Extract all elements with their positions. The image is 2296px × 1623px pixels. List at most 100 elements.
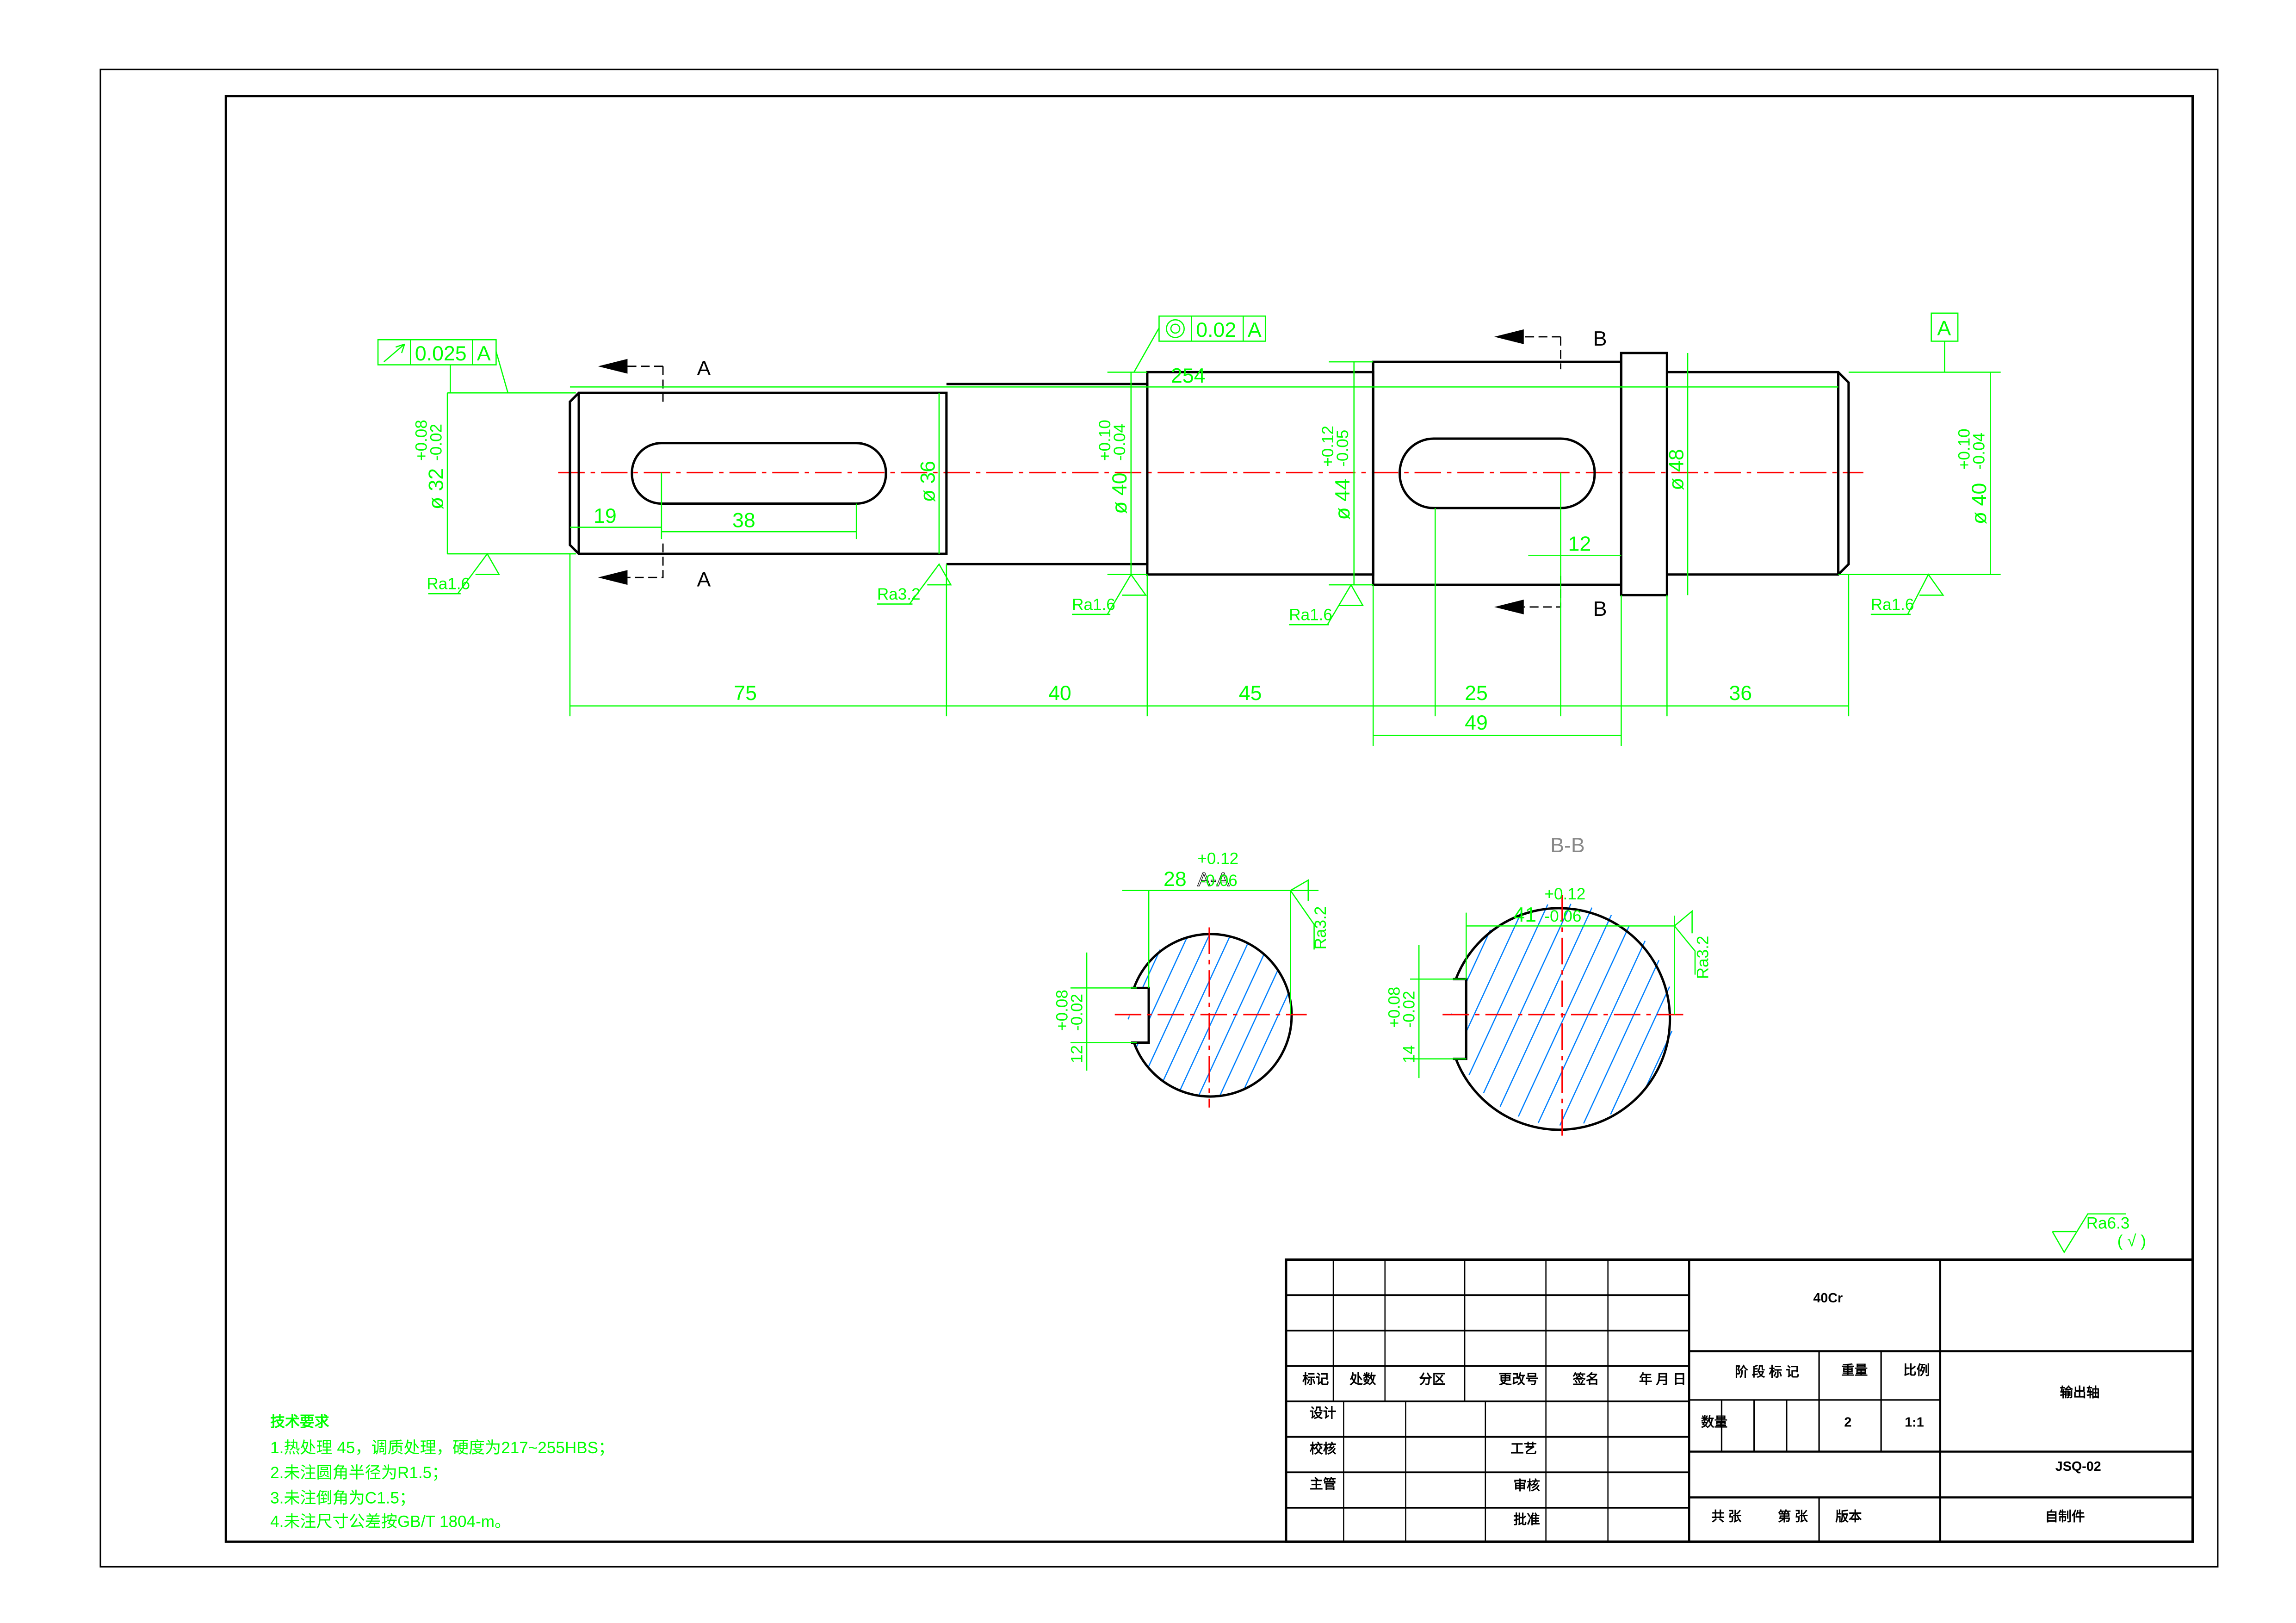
svg-text:40: 40 bbox=[1048, 682, 1071, 705]
svg-text:版本: 版本 bbox=[1835, 1510, 1862, 1524]
svg-text:14: 14 bbox=[1400, 1045, 1418, 1063]
hatch-line bbox=[1517, 915, 1612, 1117]
arrow-left-icon bbox=[1494, 329, 1524, 344]
svg-text:+0.10: +0.10 bbox=[1956, 428, 1974, 470]
svg-text:-0.06: -0.06 bbox=[1201, 872, 1238, 890]
section-label: B bbox=[1593, 328, 1607, 350]
svg-text:-0.02: -0.02 bbox=[427, 424, 445, 461]
svg-text:+0.12: +0.12 bbox=[1544, 885, 1585, 903]
hatch-line bbox=[1559, 940, 1646, 1126]
svg-text:+0.12: +0.12 bbox=[1319, 426, 1337, 467]
svg-text:ø 40: ø 40 bbox=[1968, 483, 1991, 524]
svg-text:A: A bbox=[477, 342, 491, 365]
svg-text:Ra3.2: Ra3.2 bbox=[1694, 936, 1712, 979]
svg-text:比例: 比例 bbox=[1903, 1363, 1930, 1378]
hatch-line bbox=[1147, 933, 1211, 1068]
svg-text:+0.08: +0.08 bbox=[1386, 987, 1404, 1028]
svg-text:+0.08: +0.08 bbox=[412, 420, 430, 461]
svg-text:A-A: A-A bbox=[1197, 868, 1229, 890]
hatch-line bbox=[1468, 904, 1548, 1076]
svg-text:ø 36: ø 36 bbox=[916, 461, 939, 502]
roughness-callouts: Ra1.6 Ra3.2 Ra1.6 Ra1.6 Ra1.6 bbox=[427, 552, 1944, 626]
svg-text:19: 19 bbox=[594, 505, 617, 527]
svg-text:批准: 批准 bbox=[1513, 1512, 1540, 1527]
svg-text:ø 40: ø 40 bbox=[1108, 472, 1131, 514]
section-bb: B-B 41 +0.12 -0.06 14 +0.08-0.02 Ra3.2 bbox=[1386, 834, 1712, 1137]
section-label: B bbox=[1593, 598, 1607, 620]
svg-text:12: 12 bbox=[1068, 1045, 1086, 1063]
section-label: A bbox=[697, 357, 711, 380]
svg-text:校核: 校核 bbox=[1310, 1441, 1337, 1456]
svg-text:25: 25 bbox=[1465, 682, 1488, 705]
svg-text:ø 48: ø 48 bbox=[1665, 449, 1688, 490]
svg-text:年 月 日: 年 月 日 bbox=[1639, 1372, 1686, 1387]
svg-text:自制件: 自制件 bbox=[2045, 1510, 2085, 1524]
svg-text:Ra1.6: Ra1.6 bbox=[1871, 595, 1914, 613]
part-name: 输出轴 bbox=[2060, 1385, 2099, 1400]
dimensions: 75 40 45 25 49 36 19 38 254 12 ø 32 +0.0… bbox=[412, 353, 2001, 746]
svg-text:0.02: 0.02 bbox=[1196, 319, 1236, 341]
arrow-left-icon bbox=[1494, 599, 1524, 614]
concentricity-icon bbox=[1166, 319, 1185, 338]
svg-text:A: A bbox=[1248, 319, 1262, 341]
arrow-left-icon bbox=[598, 359, 628, 374]
drawing-number: JSQ-02 bbox=[2055, 1459, 2101, 1474]
svg-text:重量: 重量 bbox=[1841, 1363, 1868, 1378]
svg-text:+0.08: +0.08 bbox=[1053, 990, 1071, 1031]
svg-text:审核: 审核 bbox=[1513, 1478, 1540, 1493]
svg-text:第 张: 第 张 bbox=[1778, 1509, 1808, 1524]
svg-text:1.热处理 45，调质处理，硬度为217~255HBS；: 1.热处理 45，调质处理，硬度为217~255HBS； bbox=[270, 1439, 614, 1457]
circular-runout-icon bbox=[383, 343, 405, 363]
svg-text:-0.05: -0.05 bbox=[1334, 430, 1352, 467]
keyway-2 bbox=[1399, 437, 1596, 509]
svg-text:主管: 主管 bbox=[1310, 1476, 1336, 1492]
runout-tolerance-frame: 0.025 A bbox=[377, 339, 509, 393]
svg-text:0.025: 0.025 bbox=[415, 342, 467, 365]
shaft-main-view bbox=[558, 352, 1863, 596]
svg-text:2.未注圆角半径为R1.5；: 2.未注圆角半径为R1.5； bbox=[270, 1464, 448, 1482]
technical-requirements: 技术要求 1.热处理 45，调质处理，硬度为217~255HBS； 2.未注圆角… bbox=[270, 1413, 614, 1530]
svg-text:38: 38 bbox=[732, 509, 755, 532]
svg-text:更改号: 更改号 bbox=[1499, 1372, 1539, 1387]
svg-text:Ra3.2: Ra3.2 bbox=[1312, 906, 1330, 950]
hatch-line bbox=[1162, 935, 1231, 1082]
keyway-1 bbox=[631, 442, 887, 505]
section-marker-b: B B bbox=[1494, 328, 1607, 620]
svg-text:-0.04: -0.04 bbox=[1111, 424, 1129, 461]
outer-border bbox=[99, 68, 2219, 1568]
hatch-line bbox=[1483, 904, 1572, 1093]
general-roughness-symbol: Ra6.3 ( √ ) bbox=[2052, 1213, 2146, 1254]
shaft-segment-6 bbox=[1667, 371, 1850, 576]
svg-text:( √ ): ( √ ) bbox=[2117, 1232, 2146, 1250]
material: 40Cr bbox=[1813, 1291, 1843, 1306]
hatch-line bbox=[1219, 970, 1279, 1096]
svg-text:254: 254 bbox=[1171, 365, 1206, 387]
svg-text:处数: 处数 bbox=[1349, 1372, 1376, 1387]
svg-text:-0.02: -0.02 bbox=[1400, 991, 1418, 1028]
concentricity-tolerance-frame: 0.02 A bbox=[1133, 315, 1266, 373]
svg-text:ø 32: ø 32 bbox=[425, 468, 447, 509]
svg-text:Ra3.2: Ra3.2 bbox=[877, 585, 921, 603]
svg-text:Ra1.6: Ra1.6 bbox=[427, 575, 470, 593]
hatch-line bbox=[1499, 907, 1593, 1107]
svg-text:Ra1.6: Ra1.6 bbox=[1072, 595, 1115, 613]
svg-text:+0.12: +0.12 bbox=[1197, 849, 1238, 867]
hatch-line bbox=[1610, 986, 1671, 1115]
svg-text:3.未注倒角为C1.5；: 3.未注倒角为C1.5； bbox=[270, 1489, 415, 1507]
section-label: A bbox=[697, 568, 711, 591]
svg-text:75: 75 bbox=[734, 682, 757, 705]
svg-text:-0.04: -0.04 bbox=[1970, 433, 1988, 470]
svg-text:-0.06: -0.06 bbox=[1544, 907, 1581, 925]
svg-text:阶 段 标 记: 阶 段 标 记 bbox=[1735, 1364, 1799, 1380]
title-block bbox=[1285, 1258, 2194, 1543]
svg-text:1:1: 1:1 bbox=[1905, 1415, 1924, 1430]
svg-text:设计: 设计 bbox=[1310, 1406, 1337, 1421]
arrow-left-icon bbox=[598, 570, 628, 585]
svg-text:标记: 标记 bbox=[1302, 1372, 1329, 1387]
svg-text:技术要求: 技术要求 bbox=[270, 1413, 329, 1430]
svg-text:A: A bbox=[1937, 317, 1951, 340]
svg-text:Ra6.3: Ra6.3 bbox=[2086, 1214, 2130, 1233]
svg-text:49: 49 bbox=[1465, 712, 1488, 734]
svg-text:45: 45 bbox=[1239, 682, 1262, 705]
svg-text:Ra1.6: Ra1.6 bbox=[1289, 606, 1332, 624]
